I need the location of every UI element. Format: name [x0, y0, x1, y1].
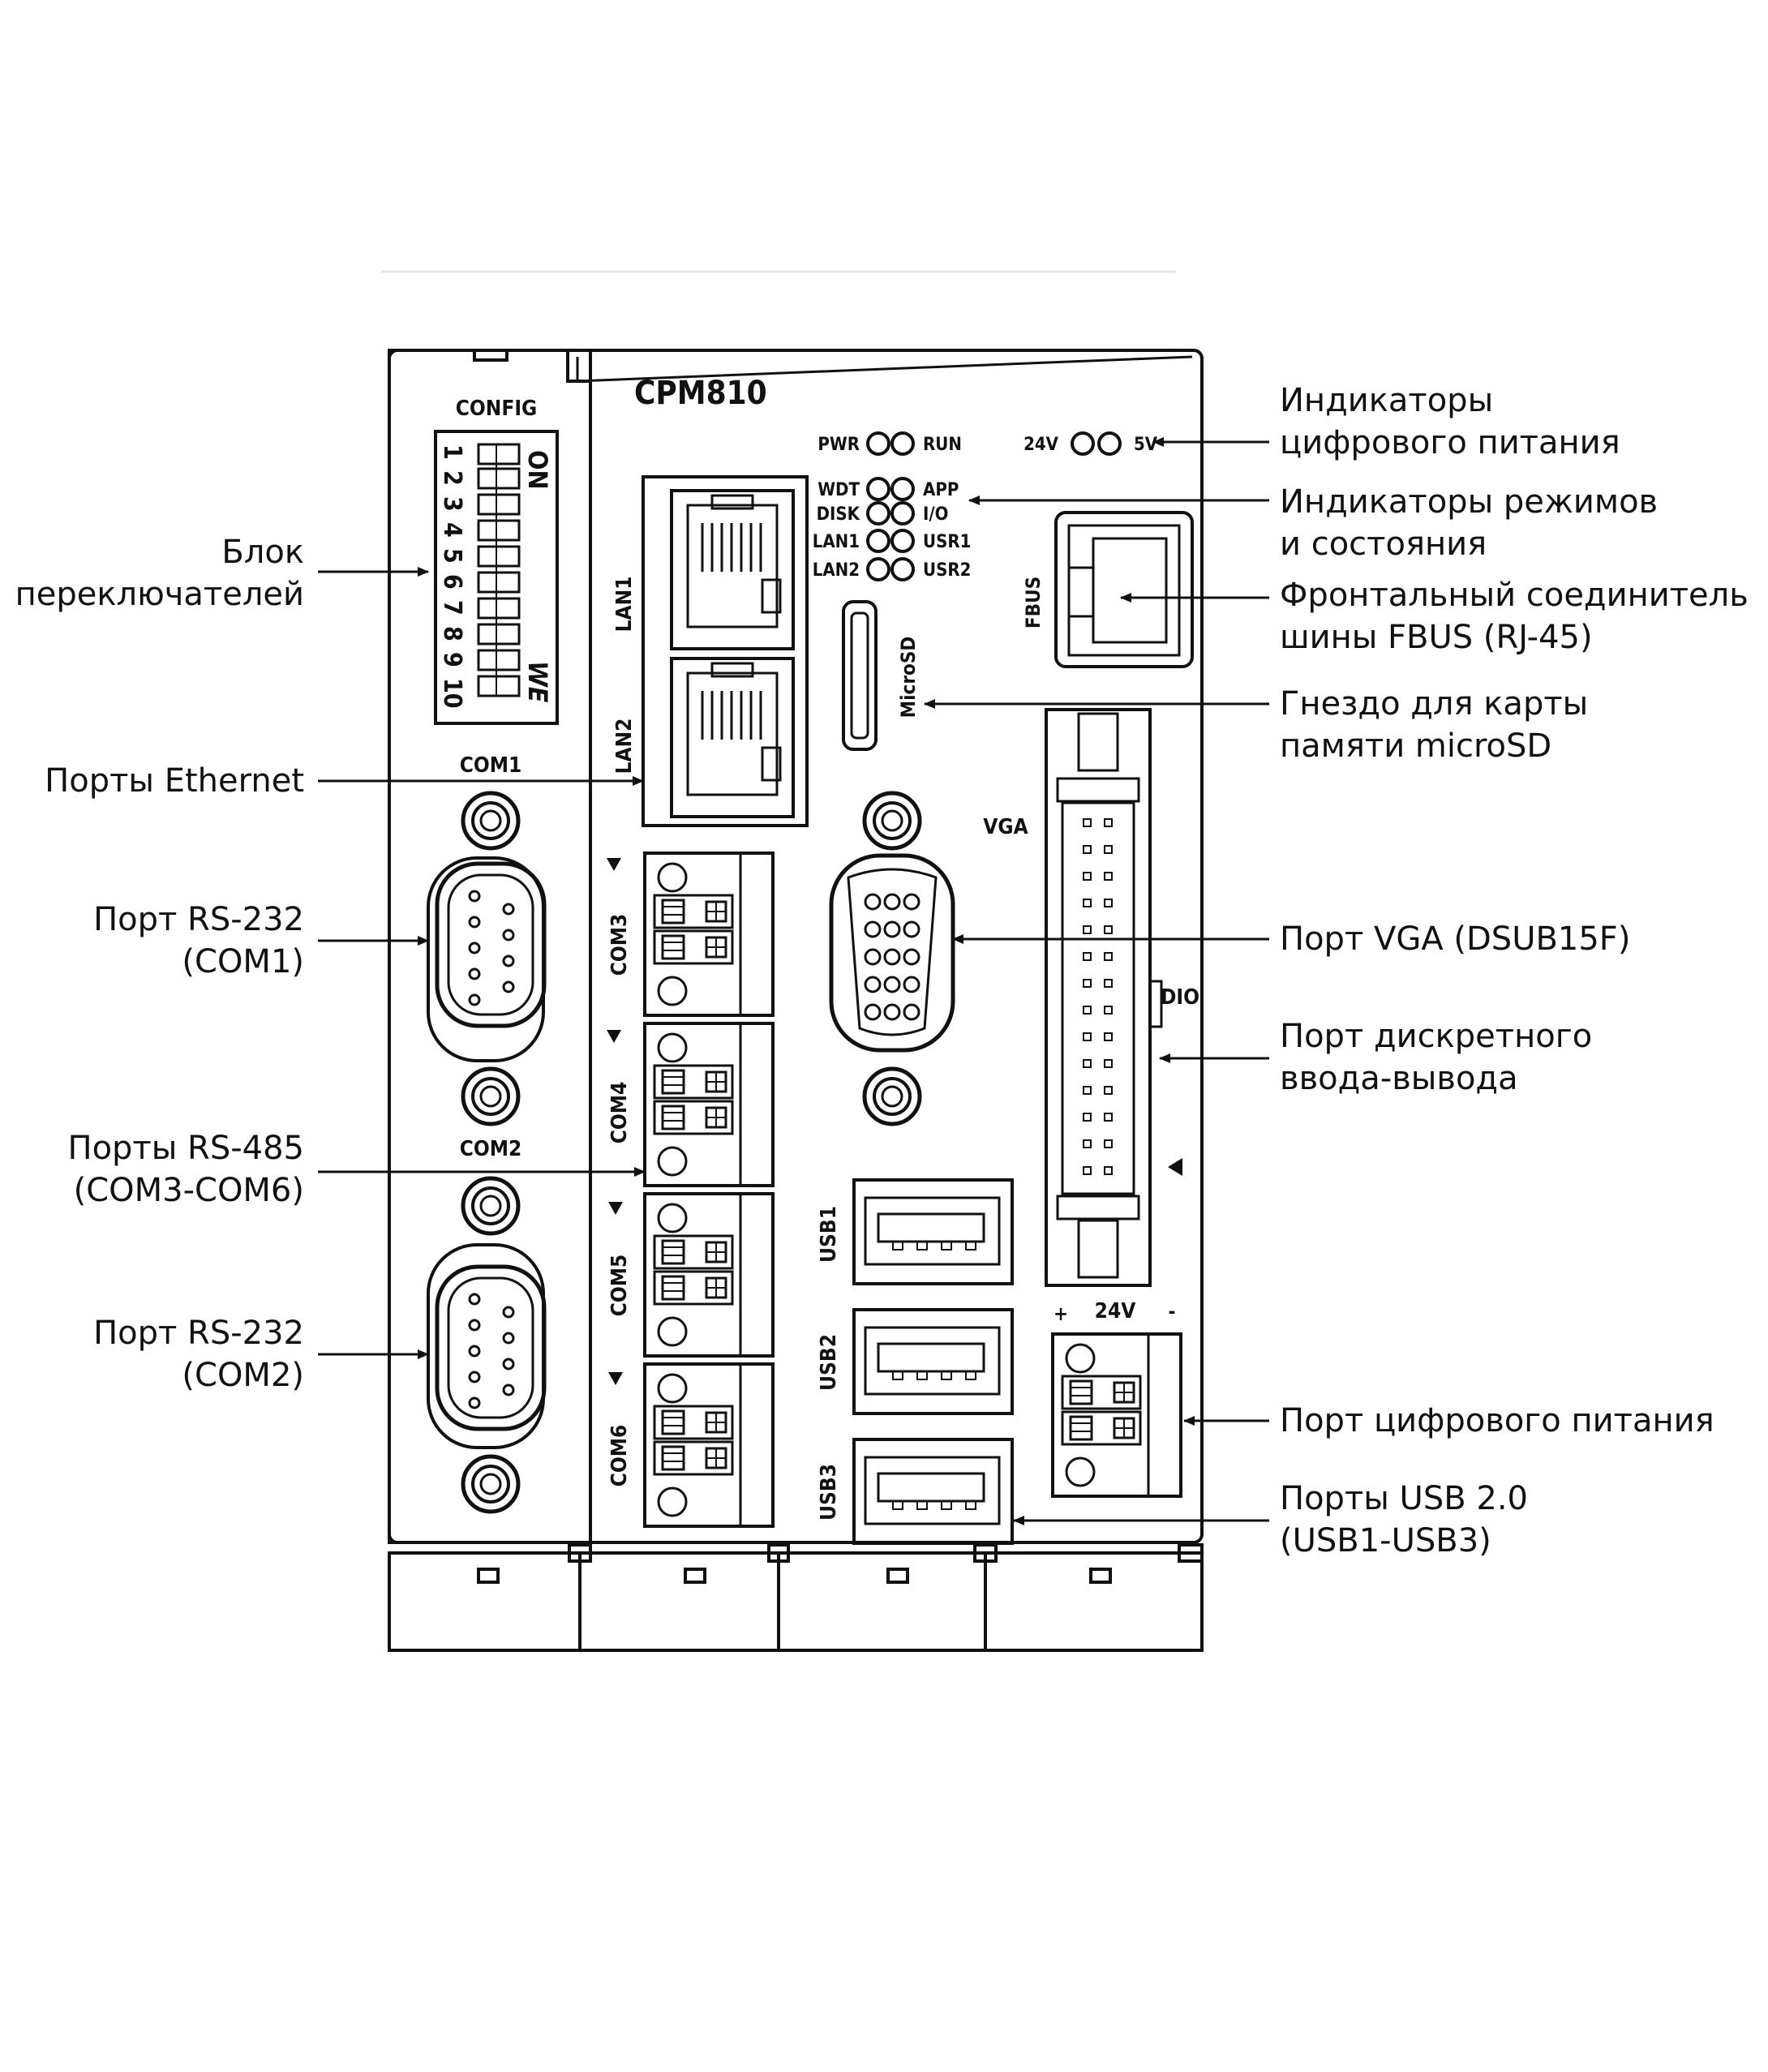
dio-connector[interactable]	[1045, 708, 1163, 1287]
dip-we-label: WE	[522, 661, 553, 703]
callout-line: шины FBUS (RJ-45)	[1280, 619, 1593, 656]
led-lan1-label: LAN1	[813, 532, 860, 552]
dip-number: 2	[438, 470, 466, 486]
callout-line: цифрового питания	[1280, 424, 1620, 461]
callout-rs485: Порты RS-485 (COM3-COM6)	[67, 1127, 304, 1212]
callout-line: переключателей	[15, 576, 304, 613]
usb1-label: USB1	[817, 1206, 841, 1263]
callout-line: (USB1-USB3)	[1280, 1522, 1491, 1559]
callout-line: Порт дискретного	[1280, 1018, 1593, 1055]
callout-line: Порт цифрового питания	[1280, 1402, 1714, 1439]
led-io-label: I/O	[923, 504, 948, 525]
dip-number: 3	[438, 496, 466, 512]
callout-line: Фронтальный соединитель	[1280, 577, 1749, 614]
status-leds: PWR RUN WDT APP DISK I/O LAN1 USR1 LAN2 …	[813, 431, 1158, 581]
fbus-rj45-connector[interactable]	[1054, 511, 1194, 668]
rs485-terminal-blocks[interactable]	[643, 852, 775, 1528]
fbus-label: FBUS	[1022, 577, 1045, 628]
led-run-label: RUN	[923, 435, 962, 455]
callout-dio: Порт дискретного ввода-вывода	[1280, 1015, 1592, 1100]
dip-number: 9	[438, 652, 466, 667]
callout-line: Блок	[221, 534, 304, 571]
callout-line: Порт RS-232	[93, 1315, 304, 1352]
ethernet-ports[interactable]	[642, 475, 809, 827]
callout-line: (COM3-COM6)	[73, 1172, 304, 1209]
vga-dsub15-port[interactable]	[829, 793, 955, 1124]
dio-label: DIO	[1161, 985, 1199, 1010]
vga-label: VGA	[983, 815, 1028, 839]
microsd-label: MicroSD	[897, 637, 920, 719]
callout-dip-block: Блок переключателей	[15, 531, 304, 616]
model-label: CPM810	[634, 375, 767, 412]
callout-line: Индикаторы	[1280, 382, 1494, 419]
callout-line: Порты RS-485	[67, 1130, 304, 1167]
callout-rs232-com2: Порт RS-232 (COM2)	[93, 1312, 304, 1396]
com6-label: COM6	[607, 1425, 632, 1487]
callout-usb: Порты USB 2.0 (USB1-USB3)	[1280, 1478, 1528, 1562]
callout-line: (COM2)	[182, 1357, 304, 1394]
config-label: CONFIG	[456, 397, 538, 421]
com5-label: COM5	[607, 1255, 632, 1317]
callout-lines-left	[318, 567, 646, 1359]
callout-line: Гнездо для карты	[1280, 685, 1589, 723]
led-wdt-label: WDT	[817, 480, 860, 500]
led-5v-label: 5V	[1134, 435, 1158, 455]
led-usr1-label: USR1	[923, 532, 971, 552]
led-usr2-label: USR2	[923, 560, 971, 581]
dip-number: 8	[438, 626, 466, 641]
led-lan2-label: LAN2	[813, 560, 860, 581]
dip-number: 1	[438, 444, 466, 460]
callout-mode-leds: Индикаторы режимов и состояния	[1280, 481, 1658, 565]
dip-number: 7	[438, 600, 466, 616]
callout-line: Порты USB 2.0	[1280, 1480, 1528, 1517]
callout-power-leds: Индикаторы цифрового питания	[1280, 380, 1620, 464]
callout-lines-right	[924, 437, 1269, 1525]
lan1-label: LAN1	[612, 577, 637, 633]
callout-line: Порт VGA (DSUB15F)	[1280, 920, 1631, 958]
callout-line: Порт RS-232	[93, 901, 304, 938]
com2-label: COM2	[460, 1137, 522, 1161]
callout-line: Индикаторы режимов	[1280, 483, 1659, 521]
microsd-slot[interactable]	[842, 600, 878, 751]
device-housing	[388, 349, 1204, 1652]
callout-rs232-com1: Порт RS-232 (COM1)	[93, 899, 304, 983]
callout-power-port: Порт цифрового питания	[1280, 1400, 1714, 1442]
led-pwr-label: PWR	[817, 435, 860, 455]
led-app-label: APP	[923, 480, 959, 500]
callout-ethernet: Порты Ethernet	[45, 760, 304, 802]
callout-fbus: Фронтальный соединитель шины FBUS (RJ-45…	[1280, 574, 1749, 658]
dip-on-label: ON	[522, 450, 553, 490]
callout-line: Порты Ethernet	[45, 762, 304, 800]
lan2-label: LAN2	[612, 719, 637, 774]
com2-dsub9-port[interactable]	[427, 1178, 544, 1512]
dip-numbers: 1 2 3 4 5 6 7 8 9 10	[438, 444, 466, 709]
led-24v-label: 24V	[1023, 435, 1059, 455]
power-plus-label: +	[1054, 1302, 1068, 1325]
dip-number: 5	[438, 548, 466, 564]
power-minus-label: -	[1169, 1300, 1176, 1323]
power-terminal-block[interactable]	[1051, 1332, 1182, 1498]
callout-line: памяти microSD	[1280, 727, 1552, 765]
com1-dsub9-port[interactable]	[427, 793, 544, 1124]
led-disk-label: DISK	[817, 504, 860, 525]
callout-vga: Порт VGA (DSUB15F)	[1280, 918, 1630, 960]
power-24v-label: 24V	[1095, 1299, 1136, 1323]
usb-ports[interactable]	[852, 1178, 1014, 1545]
dip-number: 4	[438, 522, 466, 538]
dip-number: 6	[438, 574, 466, 590]
dip-number: 10	[438, 678, 466, 709]
com4-label: COM4	[607, 1082, 632, 1144]
usb3-label: USB3	[817, 1464, 841, 1521]
com1-label: COM1	[460, 753, 522, 778]
callout-line: ввода-вывода	[1280, 1060, 1518, 1097]
usb2-label: USB2	[817, 1334, 841, 1391]
dip-switch-block[interactable]: ON WE 1 2 3 4 5 6 7 8 9 10	[434, 430, 559, 725]
callout-line: (COM1)	[182, 943, 304, 980]
com3-label: COM3	[607, 914, 632, 976]
callout-line: и состояния	[1280, 526, 1487, 563]
callout-microsd: Гнездо для карты памяти microSD	[1280, 683, 1588, 767]
